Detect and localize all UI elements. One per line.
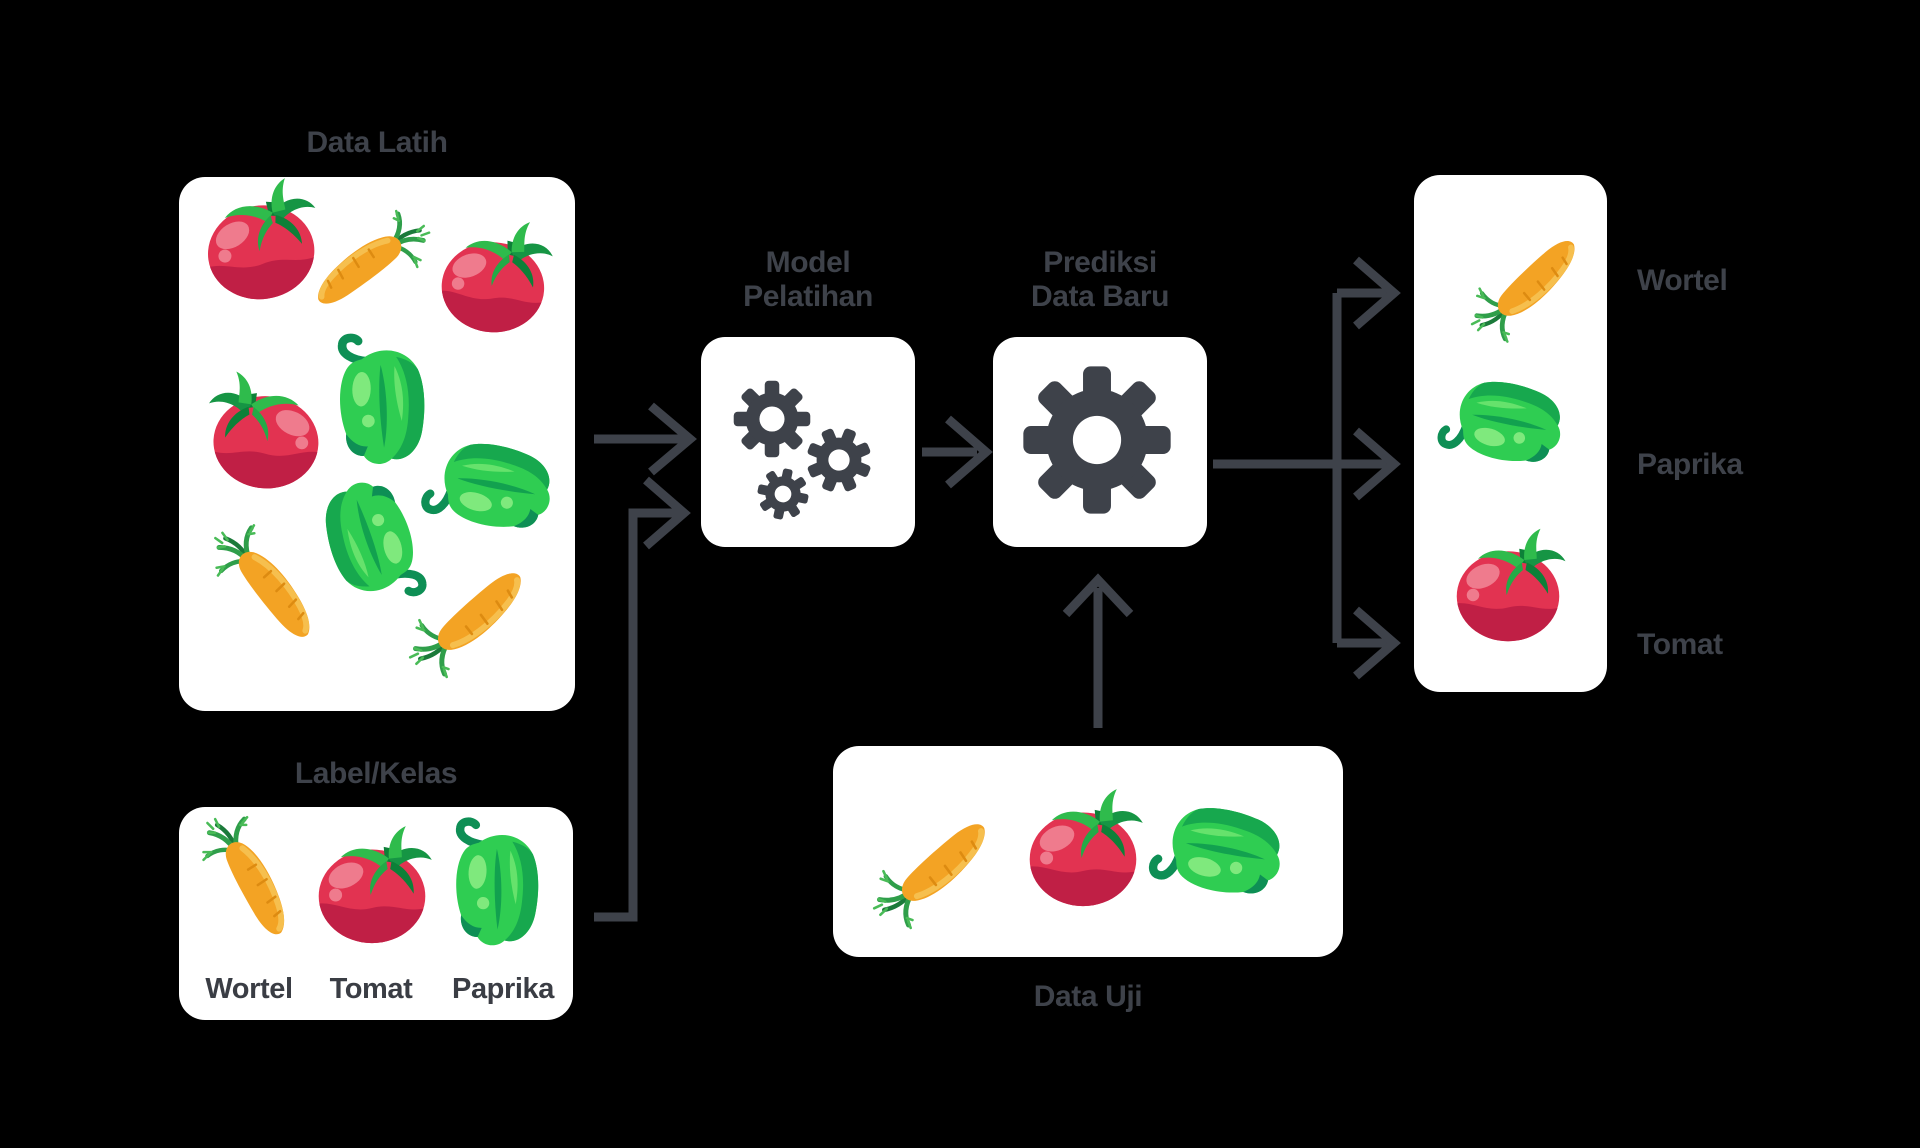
output-label-wortel: Wortel (1637, 264, 1728, 297)
test-data-box (833, 746, 1343, 957)
training-data-box (179, 177, 575, 711)
tomato-icon (199, 370, 333, 502)
carrot-icon (204, 817, 285, 934)
pepper-icon (336, 333, 429, 466)
carrot-icon (210, 519, 311, 650)
arrow-training-to-model (594, 402, 697, 476)
model-training-box (701, 337, 915, 547)
gears-icon (733, 380, 882, 525)
pepper-icon (423, 435, 557, 536)
gear-icon (733, 380, 811, 458)
training-data-title: Data Latih (306, 126, 448, 159)
arrow-prediction-to-output (1213, 256, 1401, 680)
model-title: Model Pelatihan (701, 246, 915, 314)
pepper-icon (1151, 799, 1288, 901)
gear-icon (752, 463, 814, 525)
test-data-title: Data Uji (1033, 980, 1143, 1013)
tomato-icon (307, 826, 437, 953)
pepper-icon (1439, 373, 1567, 469)
gear-icon (1023, 366, 1171, 514)
carrot-icon (315, 196, 435, 333)
tomato-icon (1446, 529, 1571, 652)
pepper-icon (454, 819, 540, 946)
arrow-labels-to-model (594, 476, 691, 922)
model-title-line1: Model (765, 246, 851, 279)
tomato-icon (187, 177, 333, 318)
output-label-tomat: Tomat (1637, 628, 1723, 661)
output-label-paprika: Paprika (1637, 448, 1743, 481)
class-label-tomat: Tomat (329, 973, 413, 1005)
labels-title: Label/Kelas (294, 757, 458, 790)
tomato-icon (427, 216, 560, 347)
output-box (1414, 175, 1607, 692)
test-data-illustration (833, 746, 1343, 957)
pepper-icon (312, 472, 430, 614)
carrot-icon (868, 799, 987, 941)
output-illustration (1414, 175, 1607, 692)
prediction-title-line2: Data Baru (1030, 280, 1170, 313)
labels-box: Wortel Tomat Paprika (179, 807, 573, 1020)
arrow-model-to-prediction (922, 415, 993, 489)
prediction-box (993, 337, 1207, 547)
arrow-test-to-prediction (1062, 573, 1134, 728)
prediction-title: Prediksi Data Baru (993, 246, 1207, 314)
prediction-title-line1: Prediksi (1043, 246, 1157, 279)
tomato-icon (1018, 789, 1148, 916)
class-label-wortel: Wortel (205, 973, 293, 1005)
carrot-icon (404, 548, 523, 690)
carrot-icon (1467, 219, 1578, 352)
model-title-line2: Pelatihan (743, 280, 873, 313)
gear-icon (1023, 366, 1171, 514)
training-data-illustration (179, 177, 575, 711)
class-label-paprika: Paprika (452, 973, 554, 1005)
gear-icon (796, 417, 882, 503)
